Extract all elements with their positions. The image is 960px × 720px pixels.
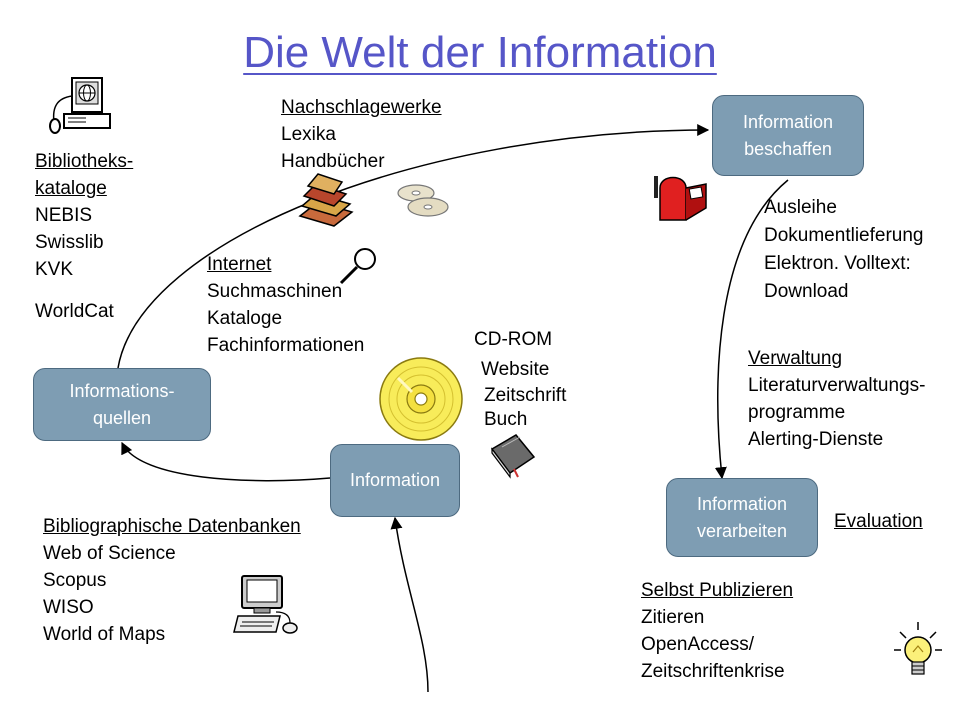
nachschlagewerke-item: Handbücher	[281, 151, 385, 172]
internet-item: Kataloge	[207, 308, 283, 329]
datenbanken-item: Scopus	[43, 570, 107, 591]
node-information-beschaffen: Information beschaffen	[712, 95, 864, 176]
bibliothekskataloge-heading-2: kataloge	[35, 178, 107, 199]
block-bibliothekskataloge: Bibliotheks- kataloge NEBIS Swisslib KVK	[35, 148, 133, 283]
block-verwaltung: Verwaltung Literaturverwaltungs- program…	[748, 345, 925, 453]
publizieren-heading: Selbst Publizieren	[641, 580, 794, 601]
cdrom-label: CD-ROM	[474, 329, 553, 350]
node-information: Information	[330, 444, 460, 517]
arrow-information-to-quellen	[121, 441, 331, 482]
node-information-verarbeiten: Information verarbeiten	[666, 478, 818, 557]
block-publizieren: Selbst Publizieren Zitieren OpenAccess/ …	[641, 577, 793, 685]
book-icon	[490, 434, 536, 479]
internet-item: Fachinformationen	[207, 335, 365, 356]
verwaltung-heading: Verwaltung	[748, 348, 843, 369]
publizieren-item: OpenAccess/	[641, 634, 754, 655]
internet-heading: Internet	[207, 254, 272, 275]
internet-item: Suchmaschinen	[207, 281, 343, 302]
verwaltung-item: Alerting-Dienste	[748, 429, 884, 450]
mailbox-icon	[654, 176, 707, 221]
bibliothekskataloge-item: KVK	[35, 259, 74, 280]
evaluation-heading: Evaluation	[834, 511, 923, 532]
datenbanken-item: Web of Science	[43, 543, 176, 564]
block-nachschlagewerke: Nachschlagewerke Lexika Handbücher	[281, 94, 442, 175]
bibliothekskataloge-heading-1: Bibliotheks-	[35, 151, 134, 172]
buch-label: Buch	[484, 409, 528, 430]
ausleihe-item: Download	[764, 281, 849, 302]
bibliothekskataloge-item: Swisslib	[35, 232, 104, 253]
block-datenbanken: Bibliographische Datenbanken Web of Scie…	[43, 513, 301, 648]
datenbanken-item: WISO	[43, 597, 94, 618]
ausleihe-item: Ausleihe	[764, 197, 837, 218]
cds-icon	[397, 184, 449, 217]
bibliothekskataloge-item: NEBIS	[35, 205, 93, 226]
worldcat-label: WorldCat	[35, 301, 114, 322]
verwaltung-item: programme	[748, 402, 846, 423]
datenbanken-heading: Bibliographische Datenbanken	[43, 516, 301, 537]
books-icon	[298, 173, 354, 227]
zeitschrift-label: Zeitschrift	[484, 385, 567, 406]
cd-icon	[379, 357, 463, 441]
lightbulb-icon	[894, 622, 942, 675]
block-internet: Internet Suchmaschinen Kataloge Fachinfo…	[207, 251, 364, 359]
magnifier-icon	[339, 248, 376, 285]
verwaltung-item: Literaturverwaltungs-	[748, 375, 926, 396]
node-informationsquellen: Informations- quellen	[33, 368, 211, 441]
datenbanken-item: World of Maps	[43, 624, 166, 645]
publizieren-item: Zitieren	[641, 607, 705, 628]
arrow-beschaffen-to-verarbeiten	[714, 179, 789, 480]
page-title: Die Welt der Information	[243, 28, 717, 77]
publizieren-item: Zeitschriftenkrise	[641, 661, 785, 682]
nachschlagewerke-heading: Nachschlagewerke	[281, 97, 442, 118]
desktop-computer-icon	[233, 575, 298, 634]
block-ausleihe: Ausleihe Dokumentlieferung Elektron. Vol…	[764, 194, 923, 306]
ausleihe-item: Dokumentlieferung	[764, 225, 924, 246]
nachschlagewerke-item: Lexika	[281, 124, 336, 145]
computer-globe-icon	[49, 77, 111, 134]
ausleihe-item: Elektron. Volltext:	[764, 253, 911, 274]
website-label: Website	[481, 359, 550, 380]
arrow-bottom-to-information	[390, 516, 429, 693]
